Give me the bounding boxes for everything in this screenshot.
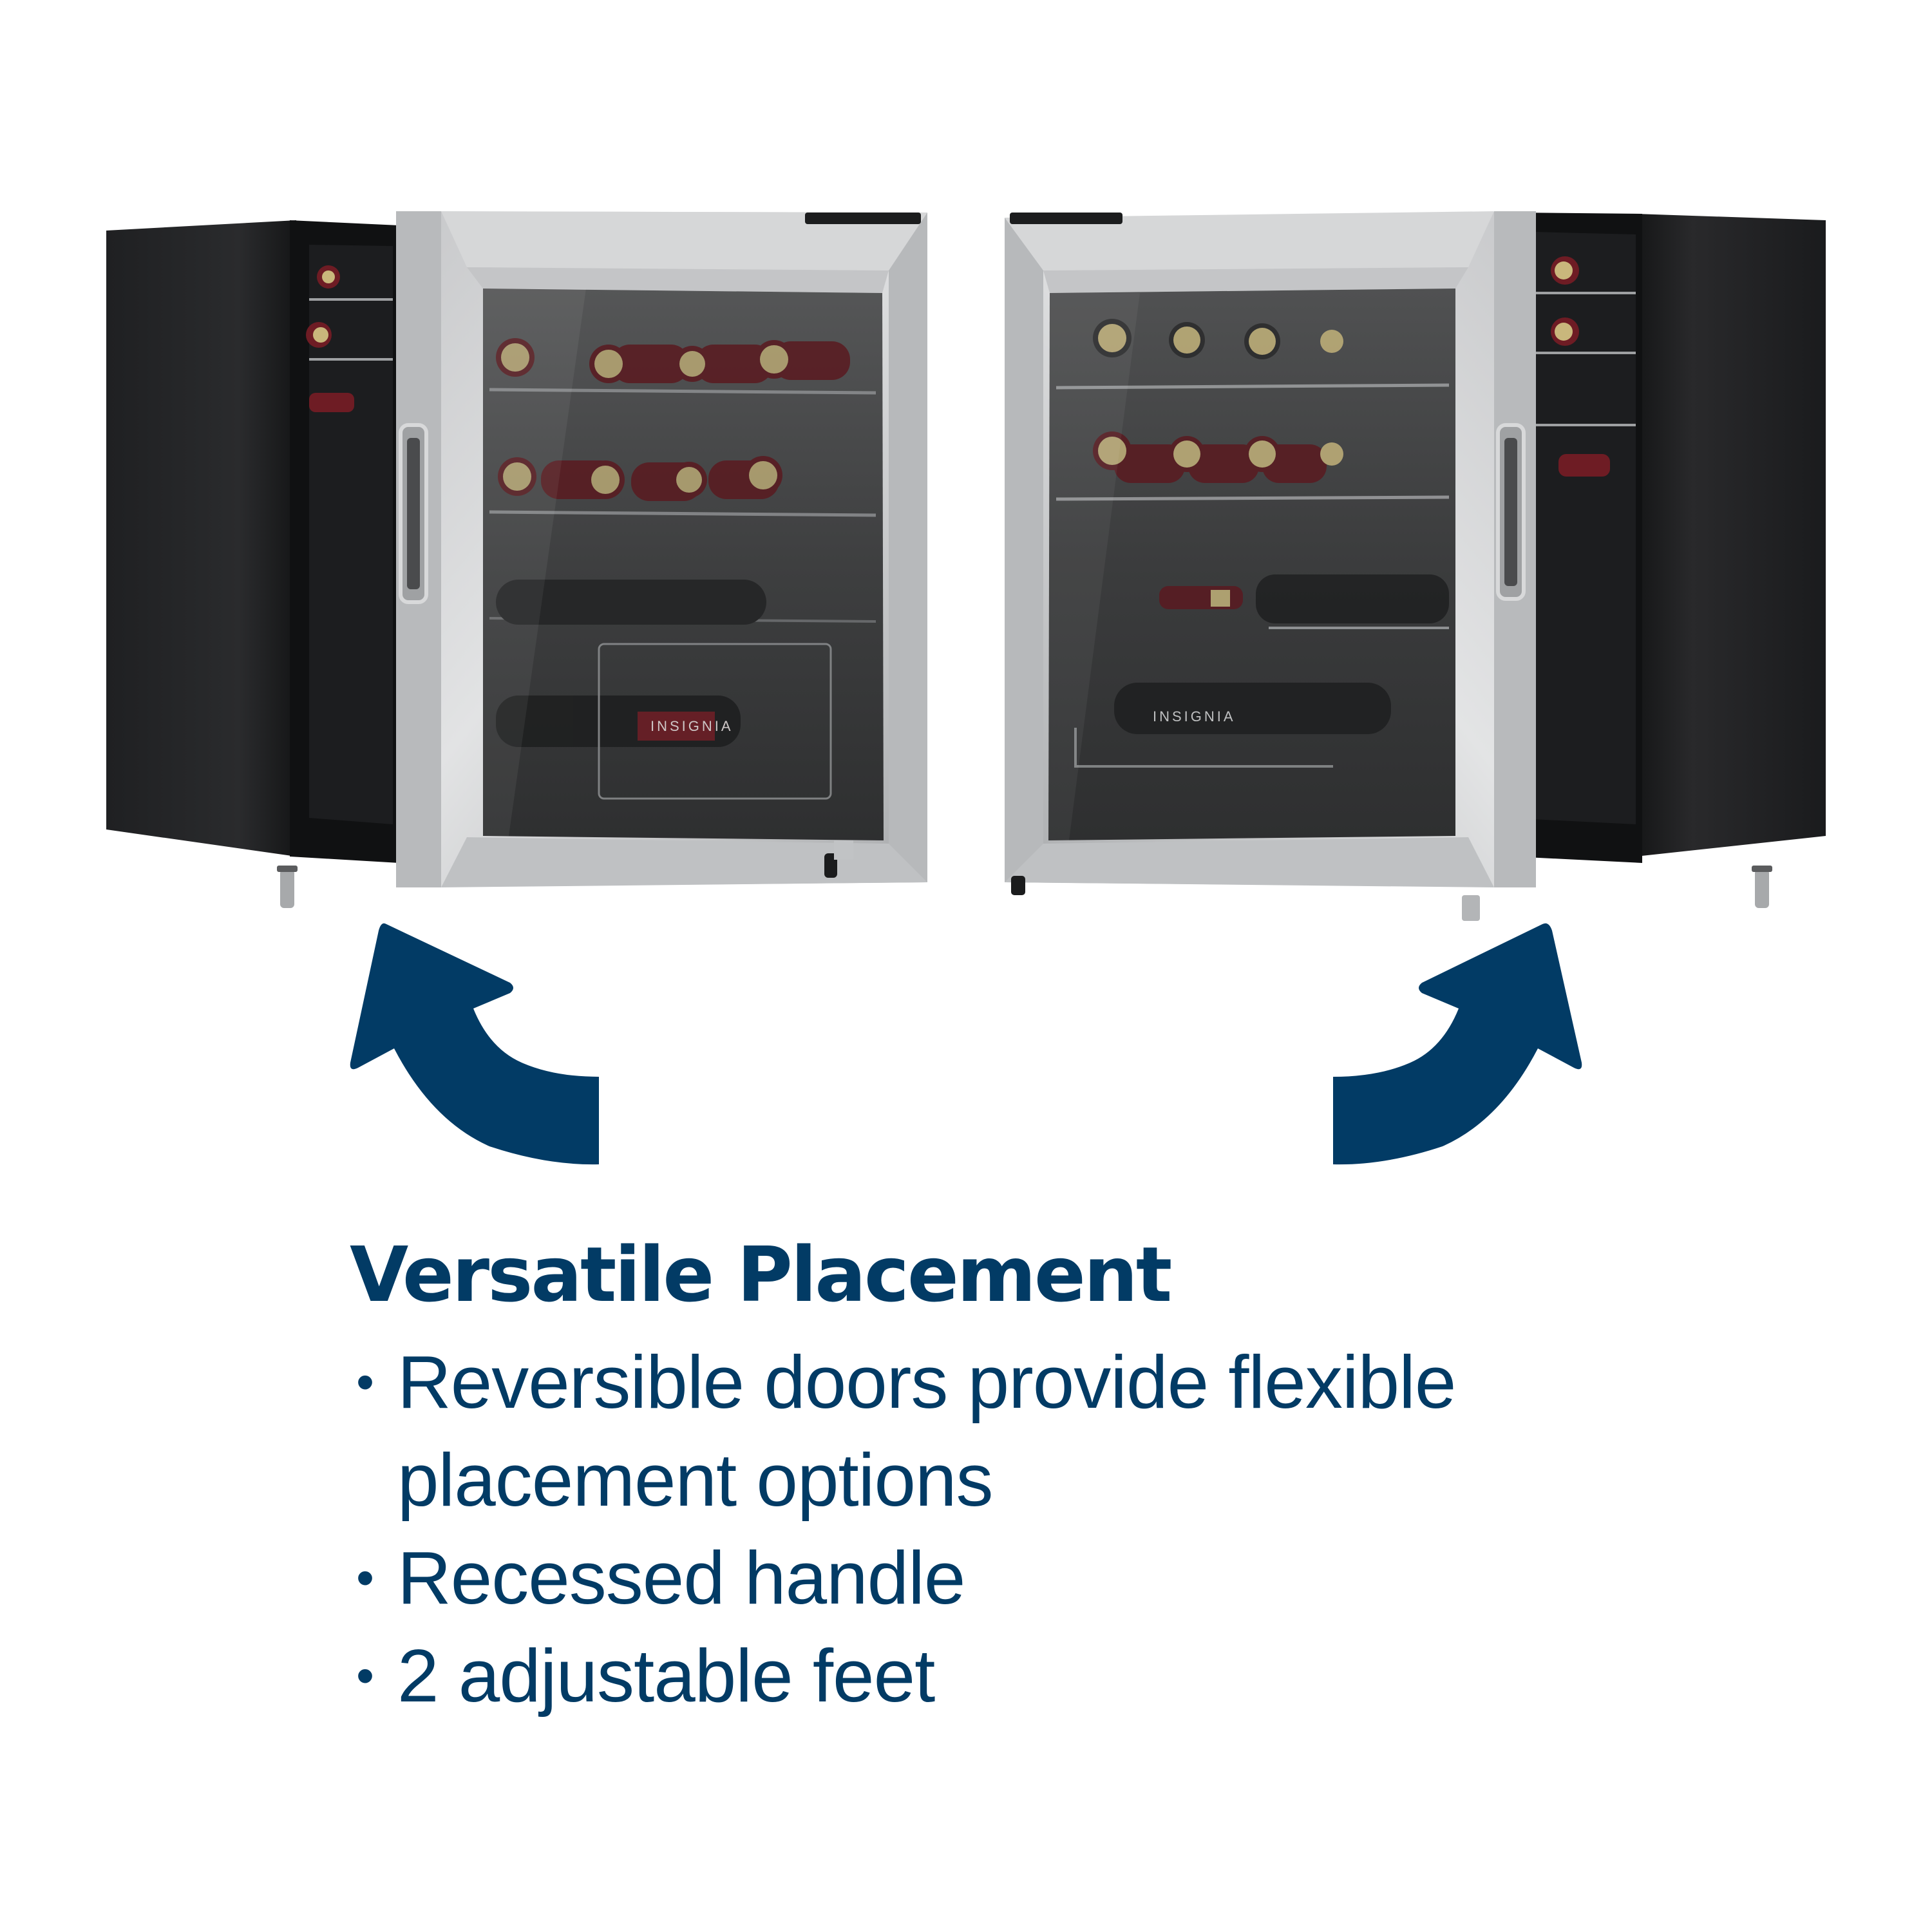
fridge-left-brand-label: INSIGNIA	[650, 718, 734, 734]
fridge-left-illustration: INSIGNIA	[106, 211, 927, 908]
fridge-right-illustration: INSIGNIA	[1005, 211, 1826, 921]
bullet-text: 2 adjustable feet	[397, 1634, 935, 1718]
arrow-left-curved	[341, 902, 663, 1191]
adjustable-foot-right-2	[1755, 869, 1769, 908]
bullet-text: placement options	[397, 1438, 993, 1522]
curved-arrow-up-left-icon	[350, 923, 599, 1165]
bullet-item: • 2 adjustable feet	[351, 1627, 1455, 1725]
bullet-dot: •	[356, 1647, 374, 1704]
adjustable-foot-left	[280, 869, 294, 908]
bottle-rack-left: INSIGNIA	[489, 338, 876, 800]
fridge-right-brand-label: INSIGNIA	[1153, 708, 1236, 724]
feature-title: Versatile Placement	[350, 1230, 1172, 1319]
feature-bullet-list: • Reversible doors provide flexible plac…	[351, 1333, 1456, 1725]
control-panel-left	[805, 213, 921, 224]
bullet-dot: •	[356, 1549, 374, 1606]
fridge-left: INSIGNIA	[97, 206, 934, 934]
bullet-text: Reversible doors provide flexible	[397, 1340, 1456, 1424]
interior-left-shelves	[306, 265, 393, 412]
bullet-dot: •	[356, 1353, 374, 1410]
hinge-pin-right	[1462, 895, 1480, 921]
adjustable-foot-right	[1011, 876, 1025, 895]
curved-arrow-up-right-icon	[1333, 923, 1582, 1165]
bullet-item: • Reversible doors provide flexible	[351, 1333, 1456, 1431]
fridge-right: INSIGNIA	[998, 206, 1835, 934]
interior-right-shelves	[1533, 256, 1636, 477]
arrow-right-curved	[1320, 902, 1610, 1191]
control-panel-right	[1010, 213, 1122, 224]
bullet-item-continuation: placement options	[351, 1431, 1455, 1529]
bottle-rack-right: INSIGNIA	[1056, 319, 1450, 768]
bullet-text: Recessed handle	[397, 1536, 965, 1620]
bullet-item: • Recessed handle	[351, 1529, 1455, 1627]
